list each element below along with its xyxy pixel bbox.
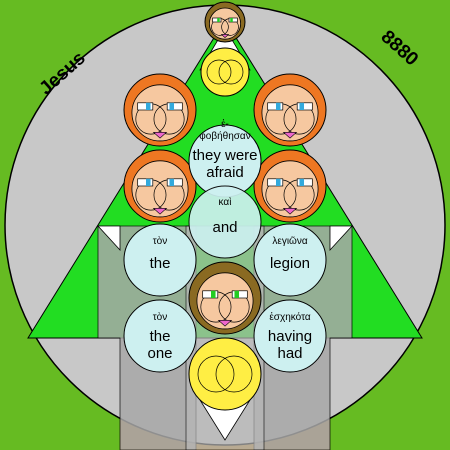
faces-layer <box>123 1 327 411</box>
english-word: and <box>212 219 237 236</box>
word-circle-they-were-afraid: ἐ- φοβήθησαν they were afraid <box>188 118 262 198</box>
face-upper-right <box>253 73 327 147</box>
english-word: they were <box>192 147 257 164</box>
greek-word: ἐ- <box>221 118 229 130</box>
english-word: the <box>150 328 171 345</box>
face-middle-right <box>253 149 327 223</box>
greek-word: τὸν <box>153 311 168 323</box>
word-circle-and: καὶ and <box>188 185 262 259</box>
greek-word: τὸν <box>153 235 168 247</box>
english-word: having <box>268 328 312 345</box>
word-circle-the-one: τὸν the one <box>123 299 197 373</box>
greek-word-part2: φοβήθησαν <box>199 130 250 142</box>
face-upper-left <box>123 73 197 147</box>
halo-upper <box>200 47 250 97</box>
greek-word: ἐσχηκότα <box>269 311 311 323</box>
english-word: the <box>150 255 171 272</box>
right-corner-triangle <box>329 225 353 252</box>
word-circle-the: τὸν the <box>123 223 197 297</box>
english-word-part2: had <box>277 345 302 362</box>
greek-word: λεγιῶνα <box>272 236 307 247</box>
english-word: legion <box>270 255 310 272</box>
face-top <box>204 1 246 43</box>
face-middle-left <box>123 149 197 223</box>
left-corner-triangle <box>97 225 121 252</box>
english-word-part2: afraid <box>206 164 244 181</box>
word-circle-having-had: ἐσχηκότα having had <box>253 299 327 373</box>
halo-lower <box>188 337 262 411</box>
english-word-part2: one <box>147 345 172 362</box>
greek-word: καὶ <box>219 196 232 208</box>
face-center <box>188 261 262 335</box>
word-circle-legion: λεγιῶνα legion <box>253 223 327 297</box>
